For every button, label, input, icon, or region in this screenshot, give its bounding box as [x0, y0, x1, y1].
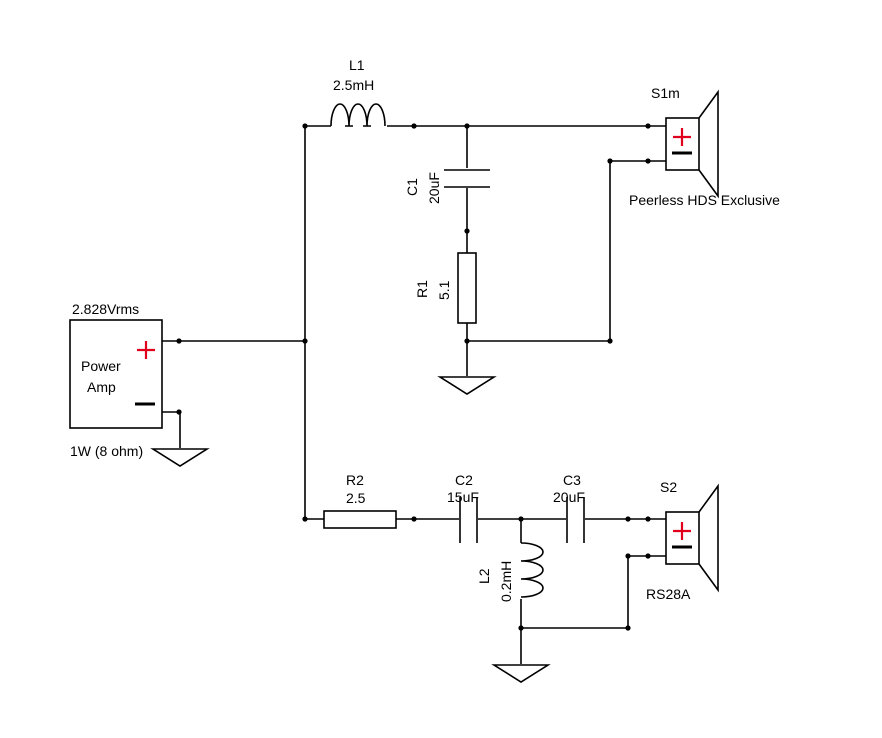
S1m-ref-label: S1m — [651, 85, 680, 101]
speaker-S2: S2 RS28A — [646, 479, 719, 602]
power-amp: 2.828Vrms Power Amp 1W (8 ohm) — [69, 301, 163, 459]
ground-amp-icon — [150, 448, 210, 467]
L2-value-label: 0.2mH — [498, 561, 514, 602]
C3-ref-label: C3 — [563, 472, 581, 488]
C3-value-label: 20uF — [553, 489, 585, 505]
S2-model-label: RS28A — [646, 586, 691, 602]
wires — [162, 125, 648, 664]
speaker-S1m-plus-icon — [673, 128, 691, 146]
ground-bottom-icon — [491, 664, 551, 683]
inductor-L2-coil-icon — [520, 542, 544, 598]
capacitor-C2: C2 15uF — [447, 472, 479, 543]
R2-value-label: 2.5 — [346, 490, 366, 506]
amp-name-line2: Amp — [87, 379, 116, 395]
L2-ref-label: L2 — [476, 568, 492, 584]
R1-value-label: 5.1 — [436, 280, 452, 300]
C1-ref-label: C1 — [404, 178, 420, 196]
speaker-S1m-cone-icon — [698, 89, 719, 199]
amp-plus-terminal-icon — [137, 341, 155, 359]
S2-ref-label: S2 — [660, 479, 677, 495]
ground-top — [437, 376, 497, 395]
amp-name-line1: Power — [81, 358, 121, 374]
L1-value-label: 2.5mH — [333, 77, 374, 93]
C1-value-label: 20uF — [426, 172, 442, 204]
inductor-L1: L1 2.5mH — [330, 57, 386, 127]
speaker-S1m: S1m Peerless HDS Exclusive — [629, 85, 780, 208]
capacitor-C3: C3 20uF — [553, 472, 585, 543]
inductor-L1-coil-icon — [330, 103, 386, 127]
speaker-S2-plus-icon — [673, 522, 691, 540]
amp-power-label: 1W (8 ohm) — [70, 443, 143, 459]
S1m-model-label: Peerless HDS Exclusive — [629, 192, 780, 208]
resistor-R1: R1 5.1 — [414, 252, 477, 324]
C2-value-label: 15uF — [447, 489, 479, 505]
inductor-L2: L2 0.2mH — [476, 542, 544, 602]
speaker-S2-cone-icon — [698, 483, 719, 593]
R1-ref-label: R1 — [414, 280, 430, 298]
ground-amp — [150, 448, 210, 467]
ground-top-icon — [437, 376, 497, 395]
capacitor-C1: C1 20uF — [404, 169, 490, 204]
R2-ref-label: R2 — [346, 472, 364, 488]
C2-ref-label: C2 — [455, 472, 473, 488]
amp-voltage-label: 2.828Vrms — [72, 301, 139, 317]
junction-dots — [176, 123, 651, 631]
resistor-R2: R2 2.5 — [323, 472, 397, 529]
L1-ref-label: L1 — [349, 57, 365, 73]
ground-bottom — [491, 664, 551, 683]
